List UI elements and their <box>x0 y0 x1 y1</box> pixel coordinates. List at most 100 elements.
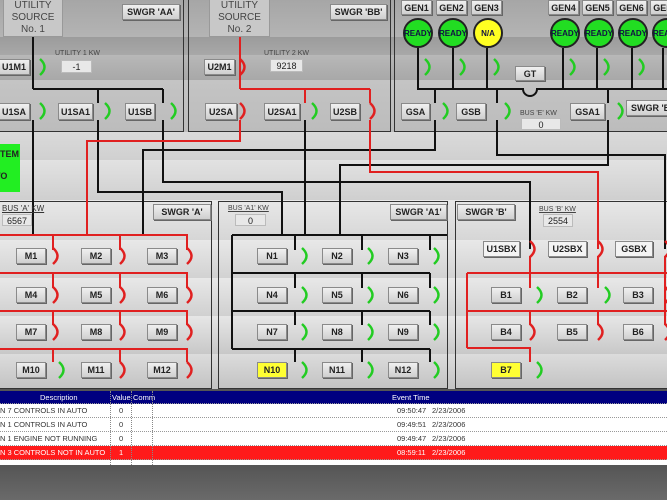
generator-7-label[interactable]: GEN7 <box>650 0 667 15</box>
generator-4-label[interactable]: GEN4 <box>548 0 579 15</box>
feeder-m10[interactable]: M10 <box>16 362 46 378</box>
generator-6-status[interactable]: READY <box>618 18 648 48</box>
swgr-aa-button[interactable]: SWGR 'AA' <box>122 4 180 20</box>
utility-source-2-button[interactable]: UTILITY SOURCE No. 2 <box>209 0 270 37</box>
utility-source-1-button[interactable]: UTILITY SOURCE No. 1 <box>3 0 63 37</box>
breaker-n8-icon[interactable] <box>367 323 374 341</box>
breaker-u1m1-icon[interactable] <box>39 58 46 76</box>
feeder-n12[interactable]: N12 <box>388 362 418 378</box>
breaker-n4-icon[interactable] <box>301 286 308 304</box>
breaker-u2m1-icon[interactable] <box>239 58 246 76</box>
feeder-b4[interactable]: B4 <box>491 324 521 340</box>
feeder-n11[interactable]: N11 <box>322 362 352 378</box>
breaker-b2-icon[interactable] <box>604 286 611 304</box>
breaker-n3-icon[interactable] <box>433 247 440 265</box>
breaker-m5-icon[interactable] <box>119 286 126 304</box>
generator-3-label[interactable]: GEN3 <box>471 0 502 15</box>
breaker-b5-icon[interactable] <box>597 323 604 341</box>
generator-1-label[interactable]: GEN1 <box>401 0 432 15</box>
swgr-a1-button[interactable]: SWGR 'A1' <box>390 204 447 220</box>
feeder-b3[interactable]: B3 <box>623 287 653 303</box>
feeder-u1sbx[interactable]: U1SBX <box>483 241 520 257</box>
breaker-gsa-icon[interactable] <box>442 102 449 120</box>
breaker-m8-icon[interactable] <box>119 323 126 341</box>
breaker-u1sbx-icon[interactable] <box>529 240 536 258</box>
breaker-m1-icon[interactable] <box>52 247 59 265</box>
event-row[interactable]: N 1 ENGINE NOT RUNNING 0 09:49:47 2/23/2… <box>0 432 667 446</box>
generator-2-status[interactable]: READY <box>438 18 468 48</box>
breaker-u2sa[interactable]: U2SA <box>205 103 237 120</box>
feeder-m2[interactable]: M2 <box>81 248 111 264</box>
feeder-n10[interactable]: N10 <box>257 362 287 378</box>
column-header-value[interactable]: Value <box>112 393 131 402</box>
breaker-n11-icon[interactable] <box>367 361 374 379</box>
breaker-gen6-icon[interactable] <box>638 58 645 76</box>
breaker-n6-icon[interactable] <box>433 286 440 304</box>
generator-2-label[interactable]: GEN2 <box>436 0 467 15</box>
feeder-m1[interactable]: M1 <box>16 248 46 264</box>
swgr-bb-button[interactable]: SWGR 'BB' <box>330 4 387 20</box>
breaker-u1sb-icon[interactable] <box>170 102 177 120</box>
breaker-b3-icon[interactable] <box>664 286 667 304</box>
breaker-u2m1[interactable]: U2M1 <box>204 59 235 75</box>
swgr-b-button[interactable]: SWGR 'B' <box>457 204 515 220</box>
feeder-n7[interactable]: N7 <box>257 324 287 340</box>
feeder-m8[interactable]: M8 <box>81 324 111 340</box>
breaker-n5-icon[interactable] <box>367 286 374 304</box>
breaker-gt[interactable]: GT <box>515 66 545 81</box>
breaker-u2sa1-icon[interactable] <box>311 102 318 120</box>
breaker-u2sa1[interactable]: U2SA1 <box>264 103 300 120</box>
feeder-n3[interactable]: N3 <box>388 248 418 264</box>
feeder-b7[interactable]: B7 <box>491 362 521 378</box>
generator-5-status[interactable]: READY <box>584 18 614 48</box>
breaker-b4-icon[interactable] <box>529 323 536 341</box>
breaker-u1sb[interactable]: U1SB <box>125 103 155 120</box>
breaker-m11-icon[interactable] <box>119 361 126 379</box>
breaker-gen1-icon[interactable] <box>424 58 431 76</box>
feeder-m9[interactable]: M9 <box>147 324 177 340</box>
feeder-n9[interactable]: N9 <box>388 324 418 340</box>
breaker-gsb[interactable]: GSB <box>456 103 486 120</box>
breaker-u2sbx-icon[interactable] <box>597 240 604 258</box>
breaker-b7-icon[interactable] <box>536 361 543 379</box>
breaker-m9-icon[interactable] <box>186 323 193 341</box>
breaker-m7-icon[interactable] <box>52 323 59 341</box>
breaker-gen2-icon[interactable] <box>459 58 466 76</box>
swgr-b-top-button[interactable]: SWGR 'B' <box>626 100 667 116</box>
breaker-u1sa[interactable]: U1SA <box>0 103 30 120</box>
breaker-n1-icon[interactable] <box>301 247 308 265</box>
feeder-b6[interactable]: B6 <box>623 324 653 340</box>
breaker-u1m1[interactable]: U1M1 <box>0 59 30 75</box>
feeder-n2[interactable]: N2 <box>322 248 352 264</box>
generator-4-status[interactable]: READY <box>550 18 580 48</box>
breaker-m12-icon[interactable] <box>186 361 193 379</box>
breaker-m4-icon[interactable] <box>52 286 59 304</box>
feeder-m5[interactable]: M5 <box>81 287 111 303</box>
breaker-gsb-icon[interactable] <box>504 102 511 120</box>
breaker-u2sb-icon[interactable] <box>369 102 376 120</box>
column-header-comm[interactable]: Comm <box>133 393 156 402</box>
event-row[interactable]: N 3 CONTROLS NOT IN AUTO 1 08:59:11 2/23… <box>0 446 667 460</box>
breaker-gsbx-icon[interactable] <box>664 240 667 258</box>
column-header-event-time[interactable]: Event Time <box>392 393 430 402</box>
feeder-m4[interactable]: M4 <box>16 287 46 303</box>
breaker-n10-icon[interactable] <box>301 361 308 379</box>
breaker-u1sa1-icon[interactable] <box>104 102 111 120</box>
swgr-a-button[interactable]: SWGR 'A' <box>153 204 211 220</box>
breaker-m3-icon[interactable] <box>186 247 193 265</box>
breaker-u1sa1[interactable]: U1SA1 <box>58 103 93 120</box>
generator-1-status[interactable]: READY <box>403 18 433 48</box>
feeder-b5[interactable]: B5 <box>557 324 587 340</box>
breaker-gsa1[interactable]: GSA1 <box>570 103 605 120</box>
event-row[interactable]: N 7 CONTROLS IN AUTO 0 09:50:47 2/23/200… <box>0 404 667 418</box>
generator-3-status[interactable]: N/A <box>473 18 503 48</box>
breaker-u2sa-icon[interactable] <box>239 102 246 120</box>
feeder-n8[interactable]: N8 <box>322 324 352 340</box>
feeder-n1[interactable]: N1 <box>257 248 287 264</box>
event-row[interactable]: N 1 CONTROLS IN AUTO 0 09:49:51 2/23/200… <box>0 418 667 432</box>
breaker-gen5-icon[interactable] <box>603 58 610 76</box>
feeder-n5[interactable]: N5 <box>322 287 352 303</box>
breaker-m10-icon[interactable] <box>58 361 65 379</box>
breaker-m2-icon[interactable] <box>119 247 126 265</box>
breaker-gsa1-icon[interactable] <box>617 102 624 120</box>
